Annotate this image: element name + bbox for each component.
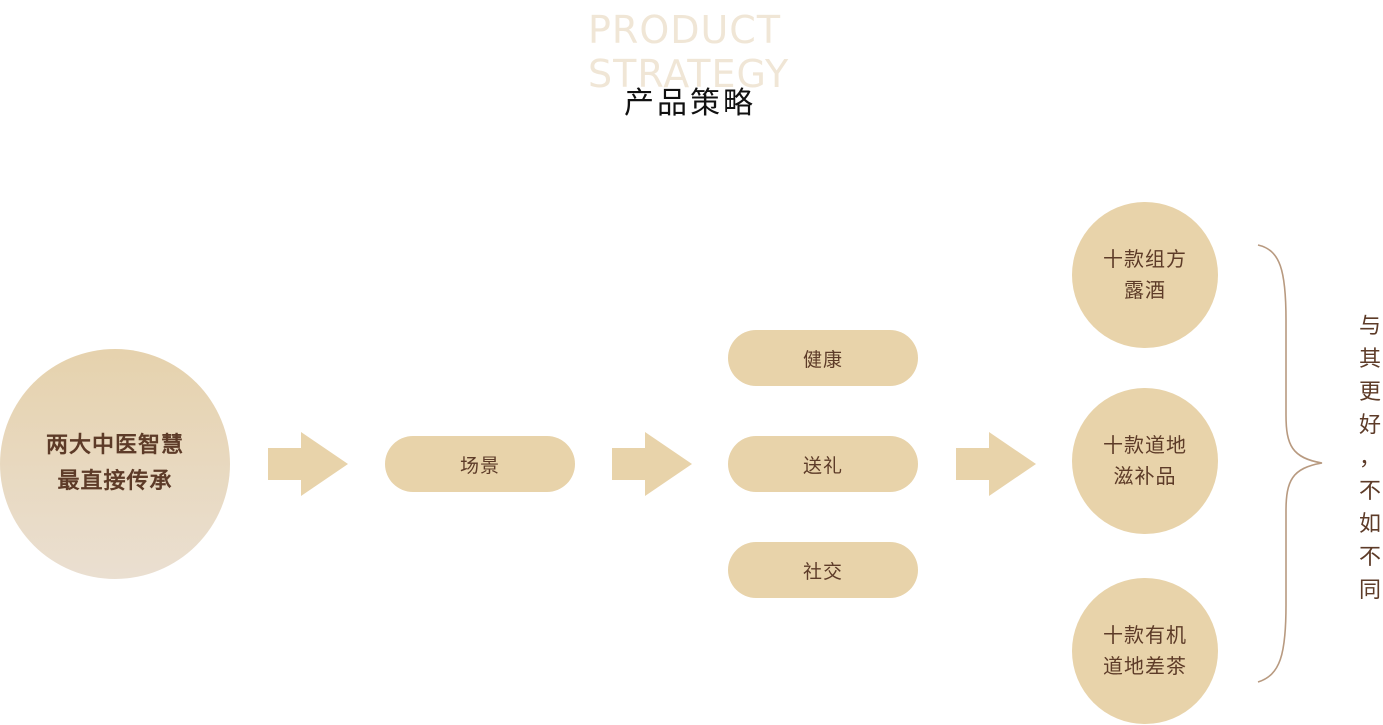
- source-circle: 两大中医智慧 最直接传承: [0, 349, 230, 579]
- slogan-char: 不: [1358, 479, 1381, 504]
- page-title: 产品策略: [624, 86, 756, 121]
- background-title-watermark: PRODUCT STRATEGY: [588, 8, 848, 96]
- background-title-line-2: STRATEGY: [588, 52, 790, 96]
- product-line-1: 十款有机: [1103, 623, 1187, 647]
- scene-option-health: 健康: [728, 330, 918, 386]
- slogan-char: ，: [1358, 446, 1381, 471]
- product-circle-tonic: 十款道地 滋补品: [1072, 388, 1218, 534]
- slogan-char: 其: [1358, 347, 1381, 372]
- product-line-2: 露酒: [1124, 278, 1166, 302]
- scene-option-social: 社交: [728, 542, 918, 598]
- slogan-vertical: 与 其 更 好 ， 不 如 不 同: [1350, 310, 1383, 607]
- scene-option-gift: 送礼: [728, 436, 918, 492]
- scene-label: 场景: [459, 454, 500, 477]
- scene-option-label: 送礼: [802, 454, 843, 477]
- arrow-right-icon: [956, 432, 1036, 496]
- product-line-2: 滋补品: [1113, 464, 1177, 488]
- scene-pill: 场景: [385, 436, 575, 492]
- product-circle-tea: 十款有机 道地差茶: [1072, 578, 1218, 724]
- arrow-right-icon: [268, 432, 348, 496]
- source-line-2: 最直接传承: [57, 469, 173, 494]
- slogan-char: 不: [1358, 545, 1381, 570]
- product-line-1: 十款组方: [1103, 247, 1187, 271]
- product-line-1: 十款道地: [1103, 433, 1187, 457]
- slogan-char: 好: [1358, 413, 1381, 438]
- scene-option-label: 健康: [802, 348, 843, 371]
- curly-brace-right-icon: [1257, 244, 1323, 683]
- slogan-char: 同: [1358, 578, 1381, 603]
- arrow-right-icon: [612, 432, 692, 496]
- background-title-line-1: PRODUCT: [588, 8, 782, 52]
- slogan-char: 与: [1358, 314, 1381, 339]
- slogan-char: 更: [1358, 380, 1381, 405]
- source-line-1: 两大中医智慧: [45, 433, 184, 458]
- product-circle-liquor: 十款组方 露酒: [1072, 202, 1218, 348]
- scene-option-label: 社交: [802, 560, 843, 583]
- slogan-char: 如: [1358, 512, 1381, 537]
- product-line-2: 道地差茶: [1103, 654, 1187, 678]
